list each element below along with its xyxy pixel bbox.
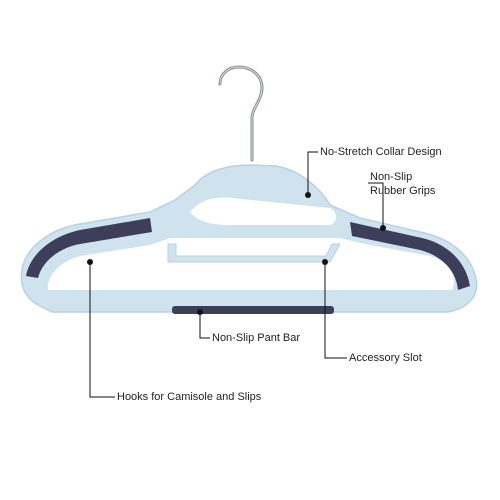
accessory-bar	[167, 243, 341, 263]
hooks-callout-label: Hooks for Camisole and Slips	[117, 391, 262, 403]
collar-marker-dot	[305, 192, 311, 198]
collar-callout-label: No-Stretch Collar Design	[320, 146, 442, 158]
pant-bar-marker-dot	[197, 309, 203, 315]
right-camisole-hook	[399, 256, 430, 273]
right-rubber-grip	[350, 222, 470, 290]
lower-opening	[47, 238, 454, 290]
grips-leader-line	[368, 182, 384, 228]
accessory-slot-callout-label: Accessory Slot	[349, 352, 422, 364]
accessory-slot-leader-line	[324, 262, 347, 359]
pant-bar	[172, 306, 334, 314]
collar-leader-line	[307, 151, 318, 195]
collar-slot	[190, 197, 336, 225]
metal-hook	[218, 65, 264, 162]
hooks-leader-line	[89, 262, 115, 398]
pant-bar-callout-label: Non-Slip Pant Bar	[212, 332, 301, 344]
hooks-marker-dot	[87, 259, 93, 265]
pant-bar-leader-line	[199, 312, 210, 339]
grips-callout-line2: Rubber Grips	[370, 185, 436, 197]
accessory-slot-marker-dot	[322, 259, 328, 265]
grips-marker-dot	[380, 225, 386, 231]
left-rubber-grip	[26, 218, 152, 278]
grips-callout-label: Non-Slip Rubber Grips	[370, 170, 435, 198]
grips-callout-line1: Non-Slip	[370, 171, 413, 183]
